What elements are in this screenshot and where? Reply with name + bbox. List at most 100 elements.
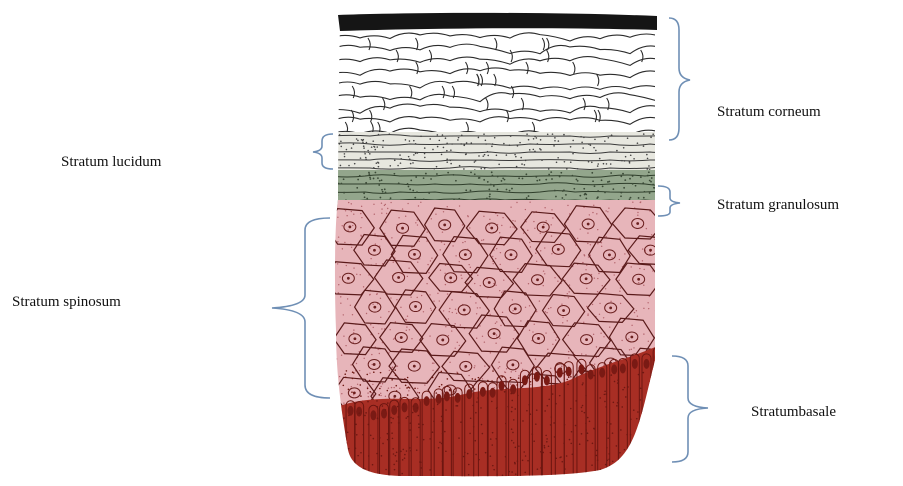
lucidum-dot: [652, 133, 654, 135]
basale-speckle: [572, 453, 574, 455]
granulosum-dot: [492, 175, 494, 177]
basale-speckle: [406, 450, 408, 452]
lucidum-dot: [409, 140, 411, 142]
basale-speckle: [393, 464, 395, 466]
spinosum-nucleolus: [585, 277, 588, 280]
basale-speckle: [582, 382, 584, 384]
spinosum-nucleolus: [510, 253, 513, 256]
basale-speckle: [396, 401, 398, 403]
spinosum-nucleolus: [537, 337, 540, 340]
basale-speckle: [355, 478, 357, 480]
spinosum-nucleolus: [449, 276, 452, 279]
lucidum-dot: [360, 157, 362, 159]
basale-speckle: [657, 427, 659, 429]
spinosum-speckle: [629, 349, 630, 350]
spinosum-speckle: [418, 205, 419, 206]
spinosum-speckle: [335, 367, 336, 368]
basale-speckle: [550, 424, 552, 426]
basale-speckle: [455, 405, 457, 407]
spinosum-speckle: [520, 320, 521, 321]
spinosum-speckle: [489, 219, 490, 220]
basale-speckle: [475, 454, 477, 456]
spinosum-speckle: [378, 333, 379, 334]
basale-speckle: [385, 469, 387, 471]
spinosum-speckle: [411, 338, 412, 339]
spinosum-speckle: [605, 288, 606, 289]
spinosum-speckle: [393, 338, 394, 339]
basale-speckle: [530, 413, 532, 415]
spinosum-speckle: [551, 235, 552, 236]
lucidum-dot: [413, 154, 415, 156]
spinosum-speckle: [378, 349, 379, 350]
basale-speckle: [432, 377, 434, 379]
basale-speckle: [416, 449, 418, 451]
spinosum-speckle: [445, 326, 446, 327]
spinosum-speckle: [643, 269, 644, 270]
spinosum-speckle: [477, 307, 478, 308]
spinosum-speckle: [613, 274, 614, 275]
granulosum-dot: [608, 181, 610, 183]
spinosum-speckle: [495, 285, 496, 286]
spinosum-speckle: [656, 234, 657, 235]
lucidum-dot: [526, 133, 528, 135]
basale-speckle: [392, 418, 394, 420]
spinosum-speckle: [454, 323, 455, 324]
spinosum-speckle: [489, 224, 490, 225]
lucidum-dot: [451, 143, 453, 145]
spinosum-speckle: [427, 264, 428, 265]
spinosum-speckle: [568, 297, 569, 298]
granulosum-dot: [336, 194, 338, 196]
spinosum-speckle: [568, 291, 569, 292]
lucidum-dot: [334, 151, 336, 153]
label-stratum-basale: Stratumbasale: [751, 404, 836, 420]
spinosum-speckle: [501, 225, 502, 226]
granulosum-dot: [594, 185, 596, 187]
lucidum-dot: [367, 150, 369, 152]
spinosum-speckle: [379, 353, 380, 354]
basale-speckle: [390, 417, 392, 419]
lucidum-dot: [445, 137, 447, 139]
lucidum-dot: [548, 168, 550, 170]
spinosum-speckle: [661, 247, 662, 248]
spinosum-speckle: [386, 213, 387, 214]
basale-speckle: [368, 455, 370, 457]
basale-speckle: [517, 460, 519, 462]
granulosum-dot: [583, 188, 585, 190]
spinosum-speckle: [366, 313, 367, 314]
basale-speckle: [592, 443, 594, 445]
basale-speckle: [478, 459, 480, 461]
basale-speckle: [540, 451, 542, 453]
spinosum-nucleolus: [488, 281, 491, 284]
spinosum-nucleolus: [542, 226, 545, 229]
basale-speckle: [348, 389, 350, 391]
basale-speckle: [409, 387, 411, 389]
basale-speckle: [514, 408, 516, 410]
granulosum-dot: [597, 190, 599, 192]
lucidum-dot: [372, 140, 374, 142]
basale-speckle: [628, 461, 630, 463]
spinosum-speckle: [433, 300, 434, 301]
basale-speckle: [378, 394, 380, 396]
spinosum-speckle: [407, 316, 408, 317]
spinosum-speckle: [374, 233, 375, 234]
spinosum-speckle: [608, 207, 609, 208]
spinosum-speckle: [337, 217, 338, 218]
basale-speckle: [518, 377, 520, 379]
lucidum-dot: [616, 150, 618, 152]
spinosum-nucleolus: [587, 223, 590, 226]
spinosum-speckle: [601, 246, 602, 247]
basale-speckle: [651, 434, 653, 436]
granulosum-dot: [447, 172, 449, 174]
lucidum-dot: [580, 136, 582, 138]
basale-speckle: [587, 432, 589, 434]
spinosum-speckle: [356, 274, 357, 275]
lucidum-dot: [471, 142, 473, 144]
basale-speckle: [365, 412, 367, 414]
granulosum-dot: [380, 197, 382, 199]
spinosum-speckle: [469, 227, 470, 228]
basale-nucleus: [620, 364, 626, 374]
basale-speckle: [353, 467, 355, 469]
granulosum-dot: [369, 178, 371, 180]
spinosum-speckle: [429, 294, 430, 295]
basale-speckle: [637, 477, 639, 479]
